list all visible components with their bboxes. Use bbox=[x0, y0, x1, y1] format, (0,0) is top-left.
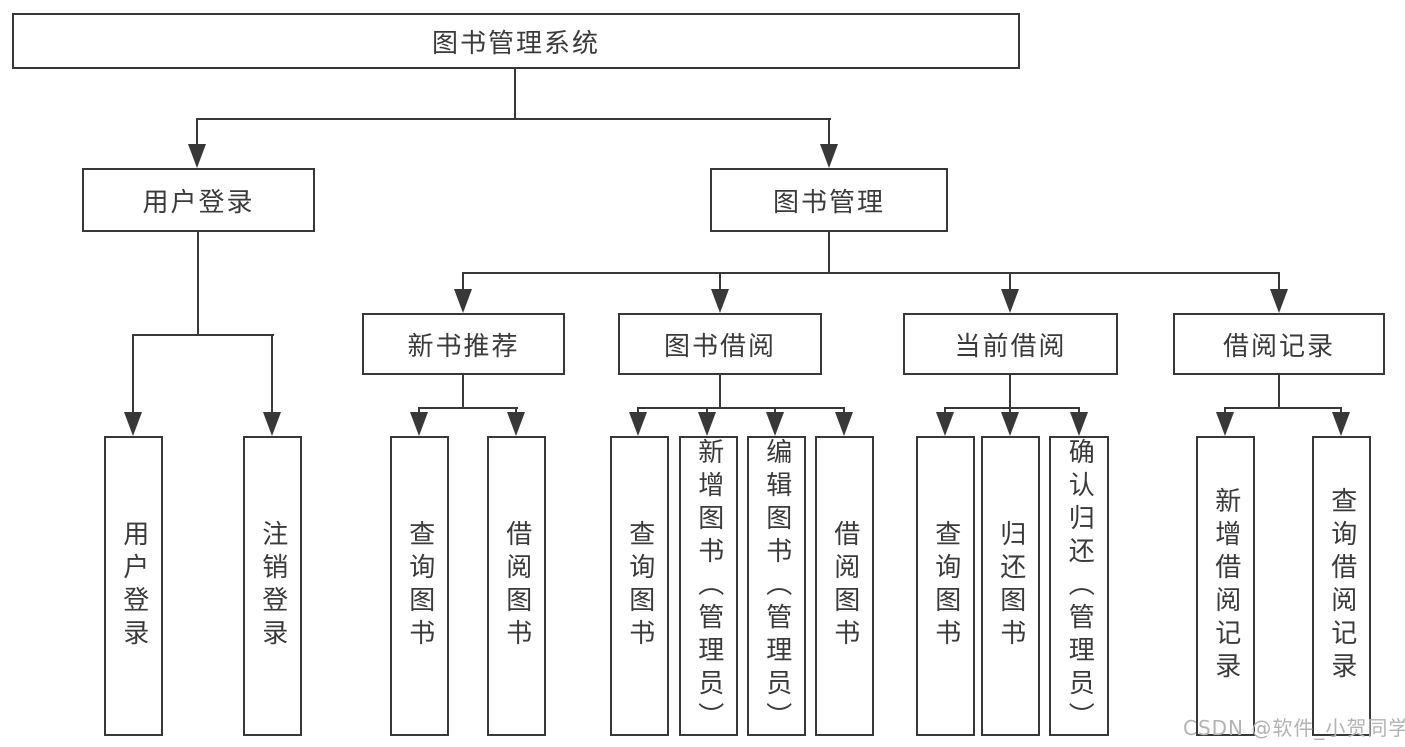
leaf-label: 借阅图书 bbox=[501, 520, 532, 652]
connector-current-borrow-vline bbox=[1009, 375, 1011, 409]
node-user-login: 用户登录 bbox=[82, 168, 315, 232]
leaf-query-borrow-record: 查询借阅记录 bbox=[1312, 436, 1371, 736]
node-new-book-label: 新书推荐 bbox=[407, 331, 520, 362]
node-borrow-record-label: 借阅记录 bbox=[1222, 331, 1335, 362]
leaf-label: 新增图书（管理员） bbox=[693, 437, 724, 735]
connector-stem-book-borrow bbox=[719, 272, 721, 291]
node-user-login-label: 用户登录 bbox=[142, 187, 255, 218]
leaf-logout-label: 注销登录 bbox=[257, 520, 288, 652]
leaf-return-books: 归还图书 bbox=[981, 436, 1040, 736]
arrow-down-icon bbox=[820, 144, 838, 168]
connector-stem-leaf bbox=[944, 407, 946, 414]
node-book-borrow-label: 图书借阅 bbox=[663, 331, 776, 362]
leaf-edit-books-admin: 编辑图书（管理员） bbox=[747, 436, 806, 736]
arrow-down-icon bbox=[124, 412, 142, 436]
leaf-borrow-books: 借阅图书 bbox=[815, 436, 874, 736]
connector-stem-leaf bbox=[271, 334, 273, 412]
arrow-down-icon bbox=[835, 412, 853, 436]
arrow-down-icon bbox=[1332, 412, 1350, 436]
connector-root-hline bbox=[196, 118, 831, 120]
leaf-label: 确认归还（管理员） bbox=[1064, 437, 1095, 735]
leaf-label: 新增借阅记录 bbox=[1210, 487, 1241, 685]
csdn-watermark: CSDN @软件_小贺同学 bbox=[1183, 716, 1405, 740]
node-borrow-record: 借阅记录 bbox=[1173, 313, 1385, 375]
leaf-label: 归还图书 bbox=[995, 520, 1026, 652]
connector-stem-current-borrow bbox=[1009, 272, 1011, 291]
connector-current-borrow-hline bbox=[944, 407, 1080, 409]
node-book-mgmt-label: 图书管理 bbox=[772, 187, 885, 218]
connector-book-borrow-vline bbox=[719, 375, 721, 409]
connector-stem-leaf bbox=[1340, 407, 1342, 414]
connector-stem-new-book bbox=[462, 272, 464, 291]
arrow-down-icon bbox=[454, 289, 472, 313]
arrow-down-icon bbox=[410, 412, 428, 436]
connector-borrow-record-hline bbox=[1224, 407, 1342, 409]
connector-book-mgmt-hline bbox=[462, 272, 1280, 274]
arrow-down-icon bbox=[263, 412, 281, 436]
arrow-down-icon bbox=[1270, 289, 1288, 313]
connector-book-borrow-hline bbox=[637, 407, 845, 409]
leaf-label: 查询图书 bbox=[930, 520, 961, 652]
leaf-label: 查询图书 bbox=[404, 520, 435, 652]
connector-root-vline bbox=[514, 69, 516, 120]
connector-stem-leaf bbox=[132, 334, 134, 412]
leaf-add-borrow-record: 新增借阅记录 bbox=[1196, 436, 1255, 736]
connector-stem-leaf bbox=[515, 407, 517, 414]
connector-stem-leaf bbox=[1009, 407, 1011, 414]
arrow-down-icon bbox=[1001, 412, 1019, 436]
leaf-query-books-current: 查询图书 bbox=[916, 436, 975, 736]
connector-book-mgmt-vline bbox=[828, 232, 830, 274]
connector-stem-user-login bbox=[196, 118, 198, 146]
connector-stem-leaf bbox=[774, 407, 776, 414]
leaf-add-books-admin: 新增图书（管理员） bbox=[679, 436, 738, 736]
node-book-borrow: 图书借阅 bbox=[618, 313, 822, 375]
connector-stem-leaf bbox=[706, 407, 708, 414]
leaf-label: 借阅图书 bbox=[829, 520, 860, 652]
arrow-down-icon bbox=[1070, 412, 1088, 436]
connector-user-login-vline bbox=[197, 232, 199, 336]
node-new-book: 新书推荐 bbox=[362, 313, 565, 375]
connector-stem-leaf bbox=[1224, 407, 1226, 414]
node-root: 图书管理系统 bbox=[12, 13, 1020, 69]
connector-borrow-record-vline bbox=[1278, 375, 1280, 409]
leaf-user-login-label: 用户登录 bbox=[118, 520, 149, 652]
arrow-down-icon bbox=[766, 412, 784, 436]
connector-stem-leaf bbox=[418, 407, 420, 414]
leaf-logout: 注销登录 bbox=[243, 436, 302, 736]
leaf-label: 编辑图书（管理员） bbox=[761, 437, 792, 735]
node-current-borrow: 当前借阅 bbox=[903, 313, 1118, 375]
leaf-label: 查询图书 bbox=[624, 520, 655, 652]
leaf-user-login: 用户登录 bbox=[104, 436, 163, 736]
connector-stem-borrow-record bbox=[1278, 272, 1280, 291]
leaf-query-books-recommend: 查询图书 bbox=[390, 436, 449, 736]
leaf-query-books-borrow: 查询图书 bbox=[610, 436, 669, 736]
connector-new-book-hline bbox=[418, 407, 518, 409]
arrow-down-icon bbox=[507, 412, 525, 436]
leaf-confirm-return-admin: 确认归还（管理员） bbox=[1049, 436, 1109, 736]
connector-user-login-hline bbox=[132, 334, 274, 336]
arrow-down-icon bbox=[188, 144, 206, 168]
connector-new-book-vline bbox=[462, 375, 464, 409]
arrow-down-icon bbox=[1001, 289, 1019, 313]
arrow-down-icon bbox=[698, 412, 716, 436]
arrow-down-icon bbox=[936, 412, 954, 436]
connector-stem-leaf bbox=[843, 407, 845, 414]
node-current-borrow-label: 当前借阅 bbox=[954, 331, 1067, 362]
leaf-borrow-books-recommend: 借阅图书 bbox=[487, 436, 546, 736]
connector-stem-leaf bbox=[637, 407, 639, 414]
connector-stem-leaf bbox=[1078, 407, 1080, 414]
leaf-label: 查询借阅记录 bbox=[1326, 487, 1357, 685]
node-book-mgmt: 图书管理 bbox=[710, 168, 948, 232]
arrow-down-icon bbox=[1216, 412, 1234, 436]
node-root-label: 图书管理系统 bbox=[431, 28, 600, 59]
arrow-down-icon bbox=[711, 289, 729, 313]
connector-stem-book-mgmt bbox=[828, 118, 830, 146]
arrow-down-icon bbox=[629, 412, 647, 436]
